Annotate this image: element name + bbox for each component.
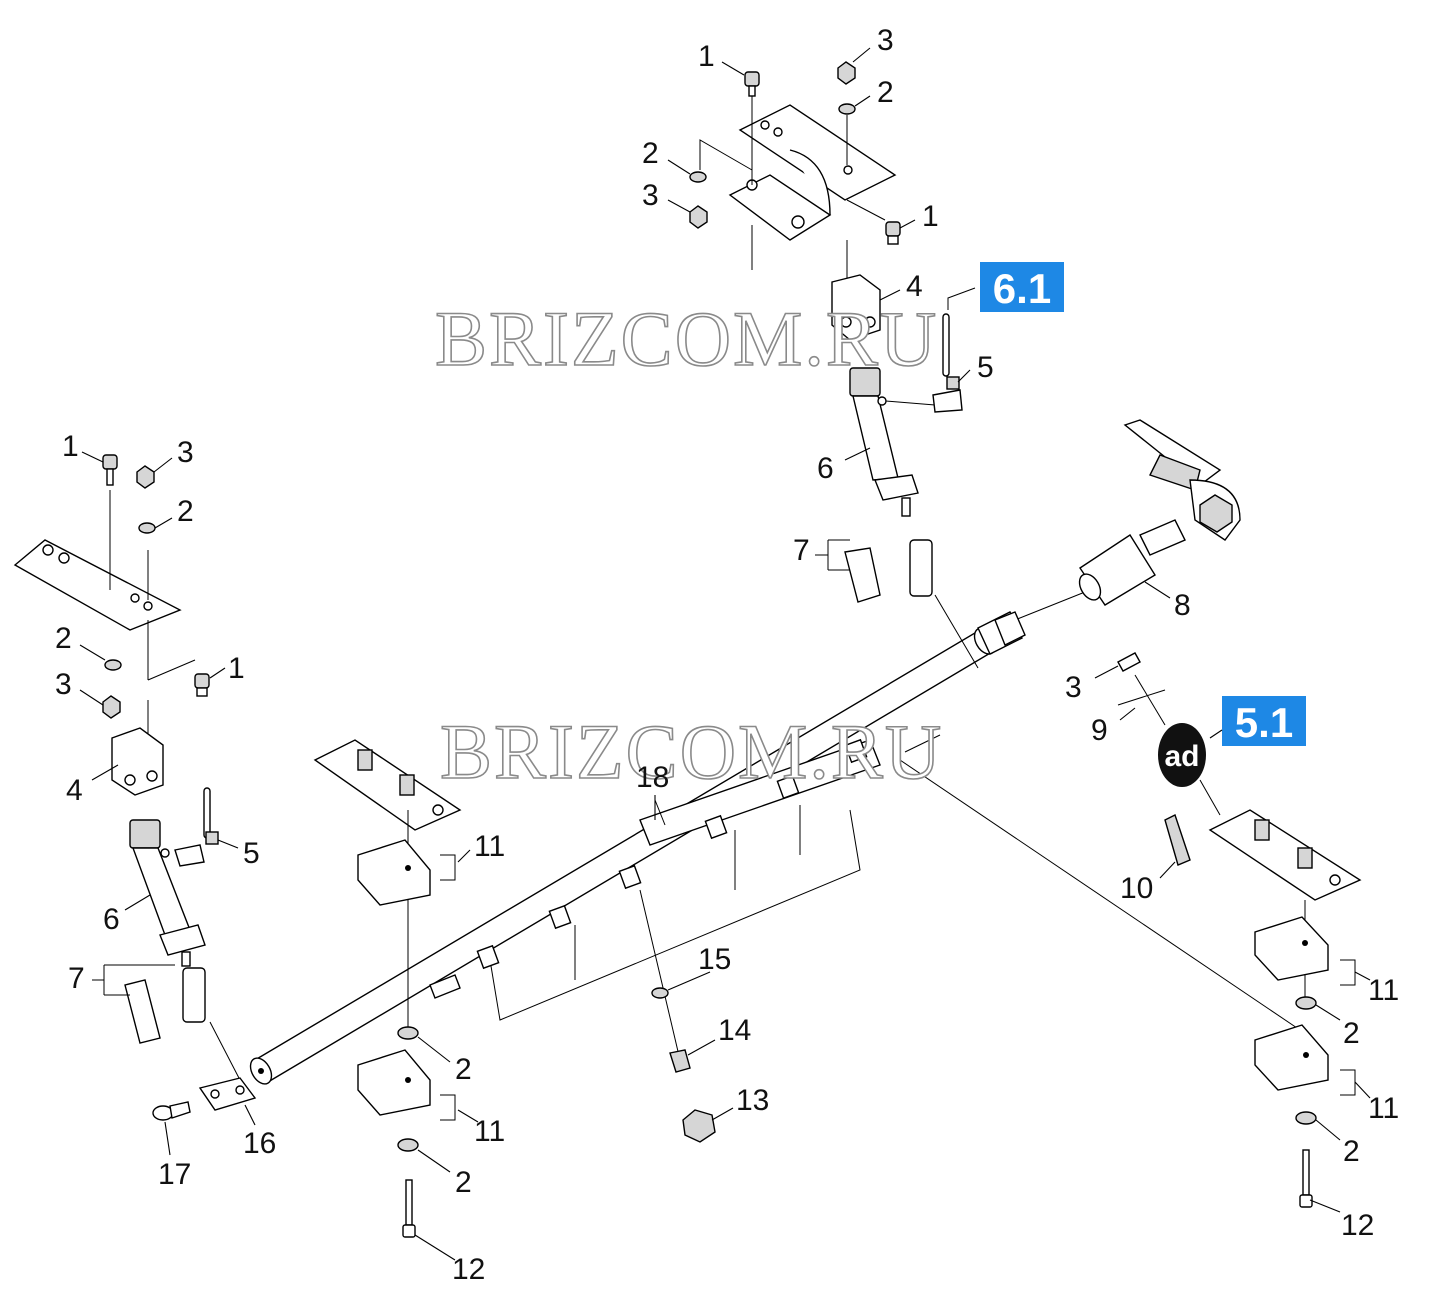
callout: 2: [177, 495, 194, 528]
callout: 7: [793, 534, 810, 567]
nozzle-row: [429, 738, 881, 1021]
callout: 2: [1343, 1135, 1360, 1168]
callout: 18: [636, 761, 669, 794]
callout: 2: [877, 76, 894, 109]
leader-lines: [79, 47, 1371, 1261]
main-shaft: [249, 589, 1301, 1085]
callout: 14: [718, 1014, 751, 1047]
callout: 4: [906, 270, 923, 303]
callouts-top: 1 3 2 2 3 1 4 5 6 7 8: [642, 24, 1191, 622]
right-small-parts: [1117, 652, 1221, 866]
callout: 3: [877, 24, 894, 57]
callout: 13: [736, 1084, 769, 1117]
reference-box-6-1[interactable]: 6.1: [980, 262, 1064, 312]
callout: 5: [243, 837, 260, 870]
right-mount: [1208, 809, 1362, 1208]
callout: 3: [55, 668, 72, 701]
reference-box-5-1[interactable]: 5.1: [1222, 696, 1306, 746]
callout: 2: [455, 1166, 472, 1199]
adhesive-label: ad: [1164, 740, 1199, 773]
callout: 11: [1368, 1092, 1399, 1125]
callout: 7: [68, 962, 85, 995]
callout: 1: [62, 430, 79, 463]
center-nozzle-parts: [639, 799, 716, 1143]
reference-label[interactable]: 6.1: [993, 265, 1051, 312]
callout: 1: [228, 652, 245, 685]
callout: 6: [103, 903, 120, 936]
callout: 12: [452, 1253, 485, 1286]
callout: 10: [1120, 872, 1153, 905]
watermark-center: BRIZCOM.RU: [440, 708, 943, 795]
callout: 1: [922, 200, 939, 233]
callout: 2: [642, 137, 659, 170]
callouts-right: 3 9 10 11 2 11 2 12: [1065, 671, 1399, 1242]
left-cylinder-assembly: [92, 727, 257, 1121]
callouts-center: 18 11 2 11 2 12 15 14 13: [452, 761, 769, 1286]
callout: 5: [977, 351, 994, 384]
callout: 2: [55, 622, 72, 655]
callout: 1: [698, 40, 715, 73]
callout: 9: [1091, 714, 1108, 747]
callout: 3: [642, 179, 659, 212]
callout: 2: [455, 1053, 472, 1086]
callout: 3: [177, 436, 194, 469]
callout: 17: [158, 1158, 191, 1191]
callout: 6: [817, 452, 834, 485]
callout: 11: [474, 1115, 505, 1148]
callout: 16: [243, 1127, 276, 1160]
watermark-top: BRIZCOM.RU: [435, 295, 938, 382]
callout: 12: [1341, 1209, 1374, 1242]
callout: 8: [1174, 589, 1191, 622]
callout: 3: [1065, 671, 1082, 704]
top-cylinder-assembly: [815, 274, 979, 669]
callouts-left: 1 3 2 2 3 1 4 5 6 7 16 17: [55, 430, 276, 1191]
reference-label[interactable]: 5.1: [1235, 699, 1293, 746]
top-bracket: [699, 95, 897, 280]
callout: 2: [1343, 1017, 1360, 1050]
top-fasteners: [689, 61, 901, 245]
fitting-and-hose: [994, 419, 1241, 646]
callout: 11: [474, 830, 505, 863]
center-mount: [313, 739, 462, 1238]
adhesive-symbol: ad: [1158, 723, 1206, 787]
callout: 11: [1368, 974, 1399, 1007]
left-fasteners: [102, 454, 210, 719]
callout: 15: [698, 943, 731, 976]
callout: 4: [66, 774, 83, 807]
